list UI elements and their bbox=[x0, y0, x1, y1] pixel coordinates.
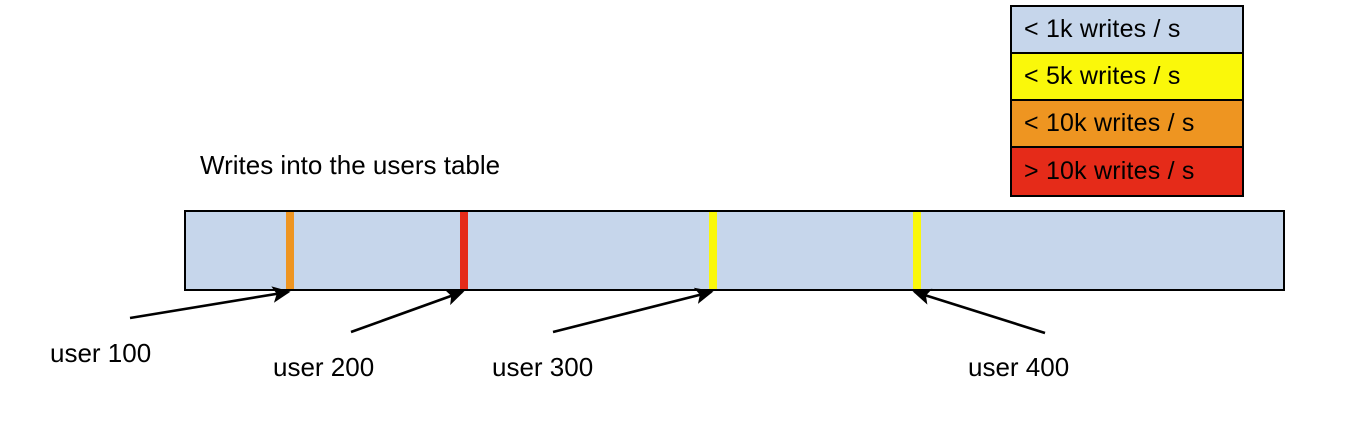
pointer-arrow-user-300 bbox=[552, 287, 714, 334]
legend-row-gt-10k: > 10k writes / s bbox=[1012, 148, 1242, 195]
pointer-arrow-user-400 bbox=[912, 288, 1046, 335]
user-300-marker bbox=[709, 212, 717, 289]
pointer-label-user-300: user 300 bbox=[492, 352, 594, 382]
write-rate-legend: < 1k writes / s < 5k writes / s < 10k wr… bbox=[1010, 5, 1244, 197]
user-100-marker bbox=[286, 212, 294, 289]
diagram-caption: Writes into the users table bbox=[200, 150, 501, 180]
users-table-bar bbox=[184, 210, 1285, 291]
user-200-marker bbox=[460, 212, 468, 289]
legend-label-gt-10k: > 10k writes / s bbox=[1024, 157, 1195, 185]
legend-label-lt-1k: < 1k writes / s bbox=[1024, 15, 1181, 43]
legend-row-lt-5k: < 5k writes / s bbox=[1012, 54, 1242, 101]
pointer-arrow-user-100 bbox=[129, 286, 291, 320]
legend-label-lt-10k: < 10k writes / s bbox=[1024, 109, 1195, 137]
legend-row-lt-10k: < 10k writes / s bbox=[1012, 101, 1242, 148]
legend-label-lt-5k: < 5k writes / s bbox=[1024, 62, 1181, 90]
legend-row-lt-1k: < 1k writes / s bbox=[1012, 7, 1242, 54]
pointer-arrow-user-200 bbox=[350, 289, 465, 334]
pointer-label-user-400: user 400 bbox=[968, 352, 1070, 382]
pointer-label-user-100: user 100 bbox=[50, 338, 152, 368]
user-400-marker bbox=[913, 212, 921, 289]
pointer-label-user-200: user 200 bbox=[273, 352, 375, 382]
